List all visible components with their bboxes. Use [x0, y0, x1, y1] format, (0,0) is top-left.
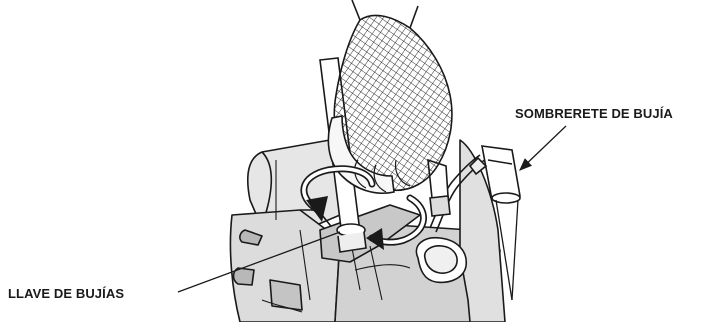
leader-line-cap	[520, 126, 566, 170]
spark-plug-wrench-label: LLAVE DE BUJÍAS	[8, 286, 124, 301]
spark-plug-cap-label: SOMBRERETE DE BUJÍA	[515, 106, 673, 121]
leader-line-plug-b	[512, 200, 518, 300]
gloved-hand	[328, 0, 452, 193]
